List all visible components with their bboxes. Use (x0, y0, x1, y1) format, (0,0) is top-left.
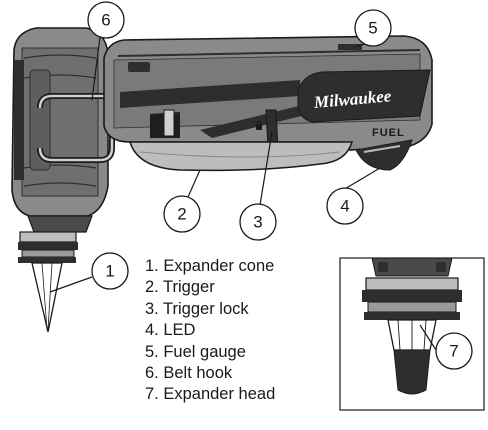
expander-cone-shape (31, 262, 63, 333)
svg-text:4: 4 (340, 197, 349, 216)
legend-item-trigger: 2. Trigger (145, 278, 215, 297)
legend-item-expander-cone: 1. Expander cone (145, 257, 275, 275)
leader-2 (187, 169, 201, 198)
leader-6 (91, 36, 101, 101)
callout-7: 7 (435, 332, 473, 370)
leader-3 (259, 131, 273, 206)
callout-5: 5 (354, 9, 392, 47)
legend-item-expander-head: 7. Expander head (145, 385, 276, 404)
callout-2: 2 (163, 195, 201, 233)
callout-3: 3 (239, 203, 277, 241)
callout-6: 6 (87, 1, 125, 39)
svg-text:5: 5 (368, 19, 377, 38)
tool-illustration: Milwaukee FUEL (11, 27, 433, 333)
trigger-shape (128, 141, 354, 172)
fuel-badge-text: FUEL (372, 127, 405, 139)
threaded-collar (19, 231, 77, 243)
brand-badge (297, 69, 431, 123)
svg-text:7: 7 (449, 342, 458, 361)
legend-item-trigger-lock: 3. Trigger lock (145, 299, 249, 318)
svg-text:3: 3 (253, 213, 262, 232)
legend-item-belt-hook: 6. Belt hook (145, 364, 233, 383)
callout-1: 1 (91, 252, 129, 290)
led-shape (355, 139, 413, 171)
leader-7 (419, 324, 437, 351)
svg-text:2: 2 (177, 205, 186, 224)
inset-box (339, 257, 485, 411)
leader-4 (342, 167, 381, 191)
leader-1 (49, 276, 93, 293)
parts-legend: 1. Expander cone 2. Trigger 3. Trigger l… (145, 256, 275, 406)
legend-item-fuel-gauge: 5. Fuel gauge (145, 342, 246, 361)
svg-text:1: 1 (105, 262, 114, 281)
callout-4: 4 (326, 187, 364, 225)
svg-text:6: 6 (101, 11, 110, 30)
legend-item-led: 4. LED (145, 321, 196, 340)
